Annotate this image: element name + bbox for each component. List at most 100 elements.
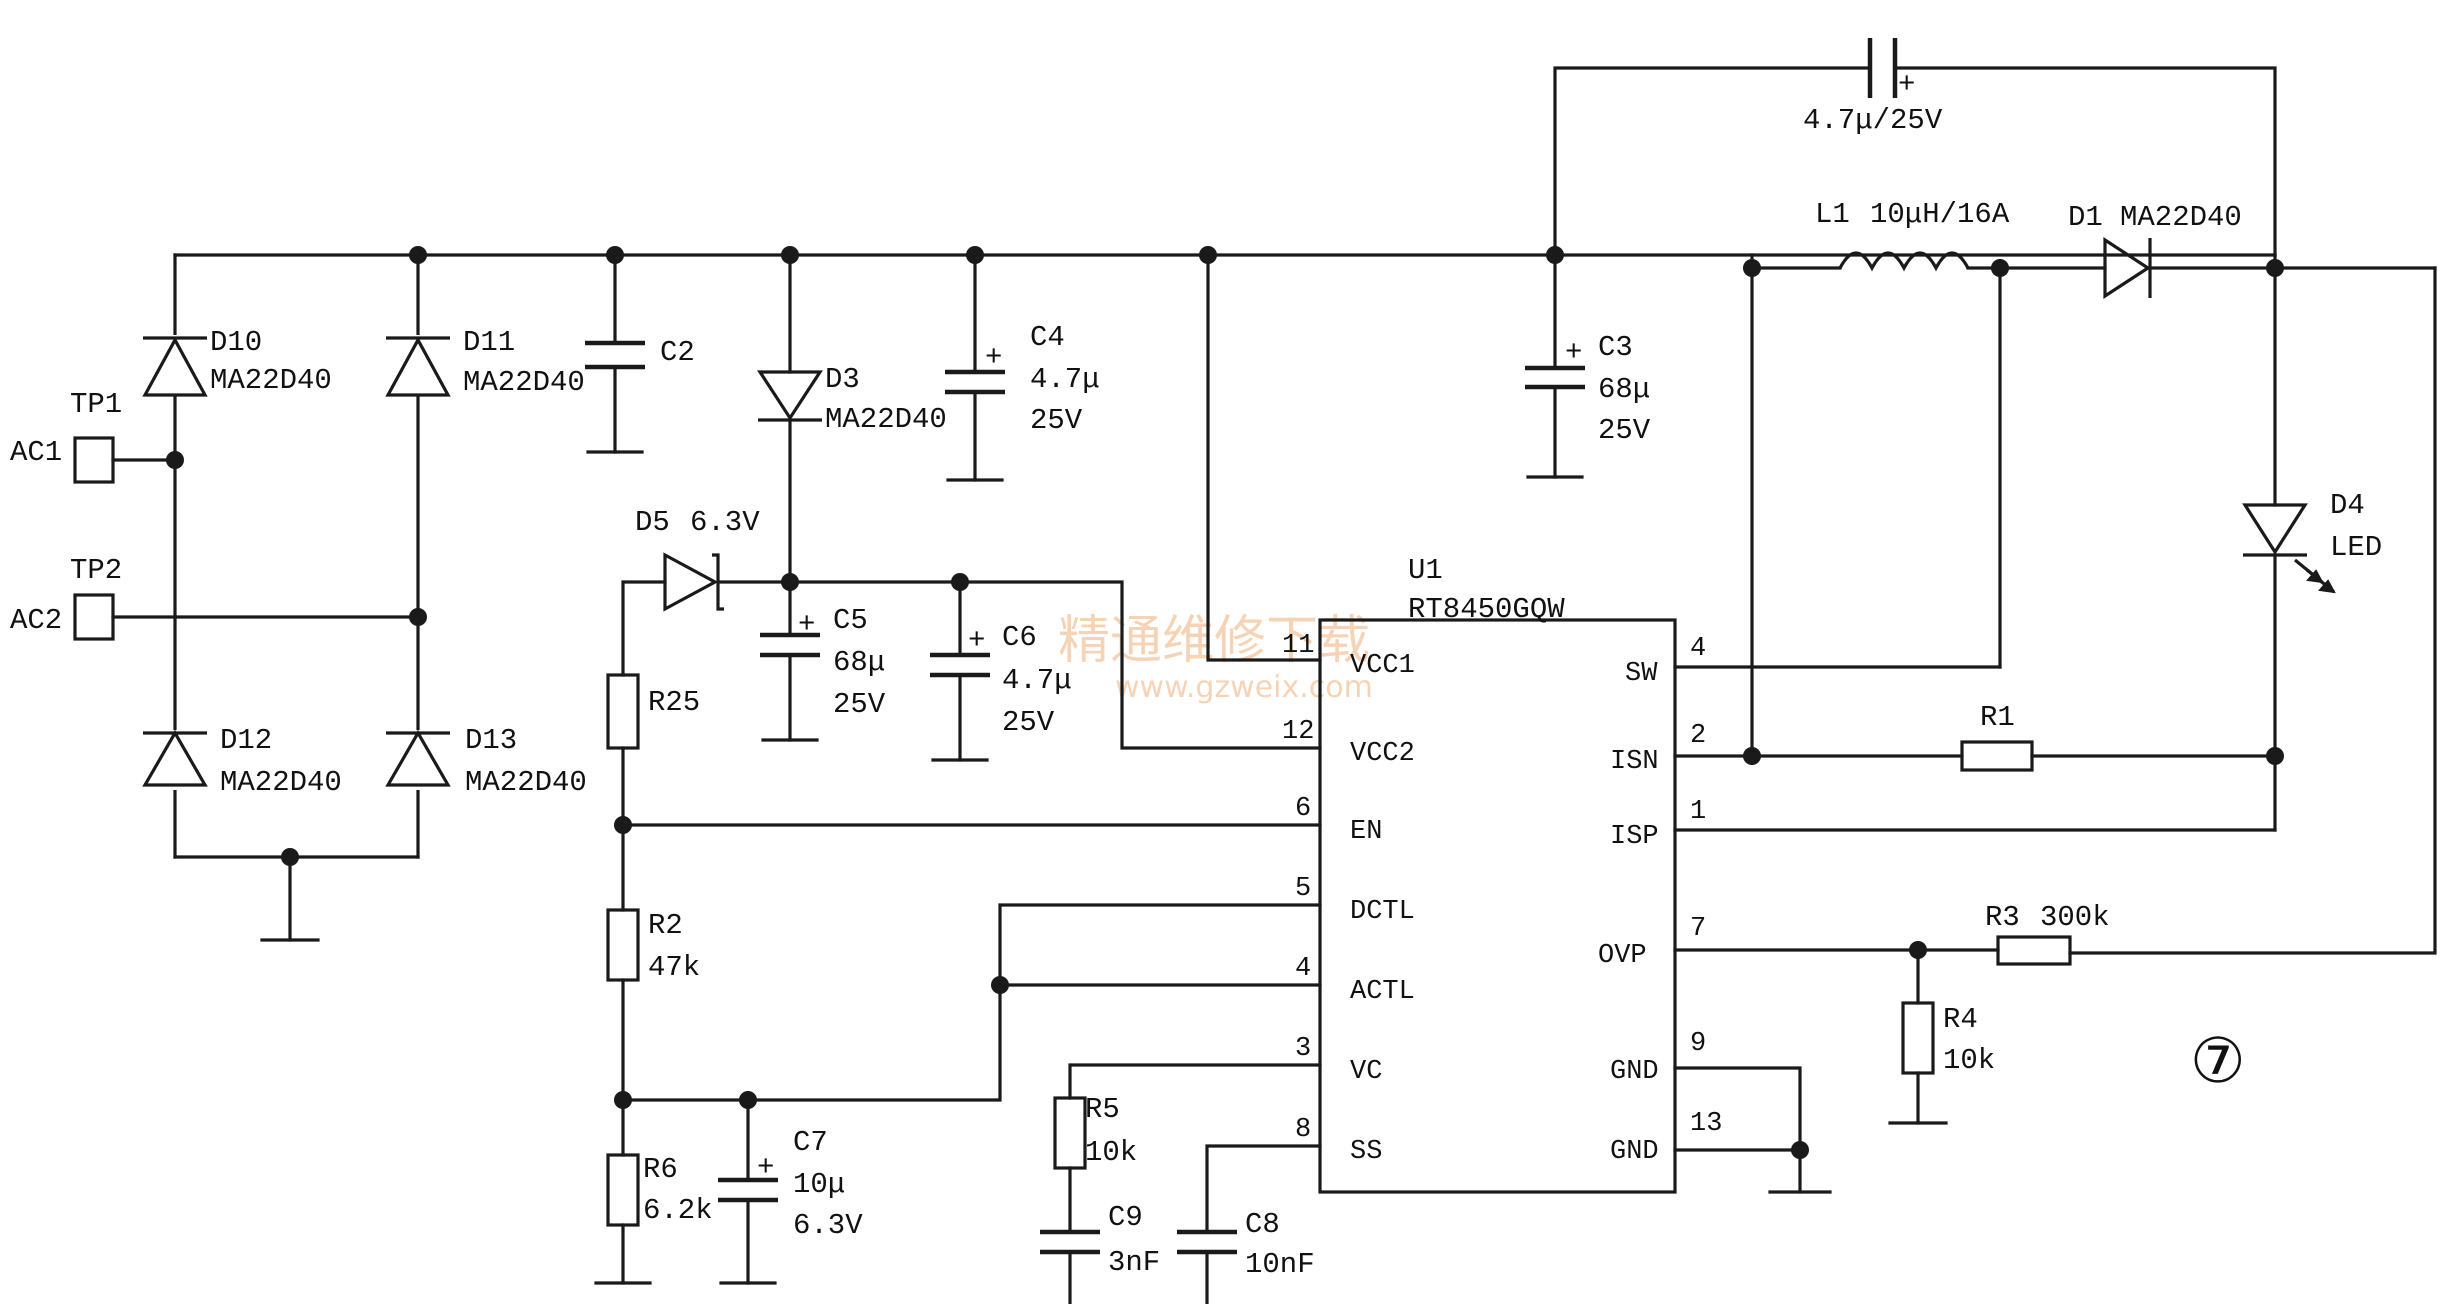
pin-num: 13 — [1690, 1109, 1722, 1139]
resistor-r1: R1 — [1960, 701, 2034, 772]
pin-num: 4 — [1295, 954, 1311, 984]
watermark: 精通维修下载 www.gzweix.com — [1058, 611, 1373, 705]
junction-dots — [166, 246, 2284, 1159]
d3-part: MA22D40 — [825, 403, 947, 436]
ac1-label: AC1 — [10, 436, 62, 469]
d5-ref: D5 — [635, 506, 670, 539]
c5-voltage: 25V — [833, 688, 886, 721]
c4-value: 4.7μ — [1030, 363, 1100, 396]
c8-value: 10nF — [1245, 1248, 1315, 1281]
figure-number-text: ⑦ — [2190, 1024, 2246, 1097]
d11-part: MA22D40 — [463, 366, 585, 399]
pin-num: 6 — [1295, 794, 1311, 824]
d1-part: MA22D40 — [2120, 201, 2242, 234]
diode-d3: D3 MA22D40 — [757, 363, 947, 436]
c5-plus: + — [798, 608, 815, 641]
c5-value: 68μ — [833, 646, 885, 679]
r5-value: 10k — [1085, 1136, 1137, 1169]
u1-part: RT8450GQW — [1408, 593, 1565, 626]
d10-part: MA22D40 — [210, 364, 332, 397]
resistor-r2: R2 47k — [606, 908, 700, 984]
r2-value: 47k — [648, 951, 700, 984]
pin-name: VC — [1350, 1057, 1382, 1087]
d13-ref: D13 — [465, 724, 517, 757]
capacitor-c9: C9 3nF — [1040, 1201, 1160, 1279]
c9-ref: C9 — [1108, 1201, 1143, 1234]
c7-value: 10μ — [793, 1168, 845, 1201]
c3-voltage: 25V — [1598, 414, 1651, 447]
pin-num: 3 — [1295, 1034, 1311, 1064]
led-d4: D4 LED — [2242, 489, 2382, 594]
pin-name: DCTL — [1350, 897, 1415, 927]
capacitor-c5: + C5 68μ 25V — [760, 604, 886, 721]
l1-value: 10μH/16A — [1870, 198, 2010, 231]
c6-value: 4.7μ — [1002, 664, 1072, 697]
capacitor-c8: C8 10nF — [1177, 1208, 1315, 1281]
r6-ref: R6 — [643, 1153, 678, 1186]
pin-name: SW — [1625, 659, 1658, 689]
capacitor-c7: + C7 10μ 6.3V — [718, 1126, 863, 1242]
resistor-r3: R3 300k — [1985, 901, 2110, 966]
c5-ref: C5 — [833, 604, 868, 637]
diode-d12: D12 MA22D40 — [142, 724, 342, 799]
tp1-label: TP1 — [70, 388, 122, 421]
watermark-url: www.gzweix.com — [1115, 670, 1373, 705]
pin-name: VCC1 — [1350, 651, 1415, 681]
pin-name: ISN — [1610, 747, 1659, 777]
pin-name: OVP — [1598, 941, 1647, 971]
c2-ref: C2 — [660, 336, 695, 369]
d11-ref: D11 — [463, 326, 515, 359]
r6-value: 6.2k — [643, 1194, 713, 1227]
d12-ref: D12 — [220, 724, 272, 757]
pin-name: VCC2 — [1350, 739, 1415, 769]
d13-part: MA22D40 — [465, 766, 587, 799]
pin-num: 5 — [1295, 874, 1311, 904]
l1-ref: L1 — [1815, 198, 1850, 231]
pin-name: EN — [1350, 817, 1382, 847]
capacitor-top: + 4.7μ/25V — [1803, 38, 1943, 137]
r2-ref: R2 — [648, 909, 683, 942]
resistor-r6: R6 6.2k — [606, 1153, 713, 1227]
c3-ref: C3 — [1598, 331, 1633, 364]
d12-part: MA22D40 — [220, 766, 342, 799]
pin-num: 7 — [1690, 914, 1706, 944]
d10-ref: D10 — [210, 326, 262, 359]
r5-ref: R5 — [1085, 1093, 1120, 1126]
top-cap-value: 4.7μ/25V — [1803, 104, 1943, 137]
c3-plus: + — [1565, 336, 1582, 369]
r4-value: 10k — [1943, 1044, 1995, 1077]
c7-ref: C7 — [793, 1126, 828, 1159]
c3-value: 68μ — [1598, 373, 1650, 406]
pin-name: ACTL — [1350, 977, 1415, 1007]
pin-num: 9 — [1690, 1029, 1706, 1059]
pin-num: 8 — [1295, 1115, 1311, 1145]
c4-plus: + — [985, 341, 1002, 374]
c4-voltage: 25V — [1030, 404, 1083, 437]
tp2-label: TP2 — [70, 554, 122, 587]
d3-ref: D3 — [825, 363, 860, 396]
capacitor-c3: + C3 68μ 25V — [1525, 331, 1651, 447]
test-point-tp2: TP2 AC2 — [10, 554, 122, 641]
d5-value: 6.3V — [690, 506, 760, 539]
pin-num: 1 — [1690, 797, 1706, 827]
c6-ref: C6 — [1002, 621, 1037, 654]
pin-name: GND — [1610, 1137, 1659, 1167]
pin-name: ISP — [1610, 822, 1659, 852]
pin-num: 12 — [1282, 717, 1314, 747]
r3-value: 300k — [2040, 901, 2110, 934]
diode-d10: D10 MA22D40 — [142, 326, 332, 397]
capacitor-c6: + C6 4.7μ 25V — [930, 621, 1072, 739]
c7-plus: + — [757, 1151, 774, 1184]
c4-ref: C4 — [1030, 321, 1065, 354]
r3-ref: R3 — [1985, 901, 2020, 934]
d4-ref: D4 — [2330, 489, 2365, 522]
c9-value: 3nF — [1108, 1246, 1160, 1279]
diode-d11: D11 MA22D40 — [385, 326, 585, 399]
pin-name: SS — [1350, 1137, 1382, 1167]
r4-ref: R4 — [1943, 1003, 1978, 1036]
resistor-r5: R5 10k — [1053, 1093, 1137, 1170]
c8-ref: C8 — [1245, 1208, 1280, 1241]
capacitor-c2: C2 — [585, 336, 695, 370]
